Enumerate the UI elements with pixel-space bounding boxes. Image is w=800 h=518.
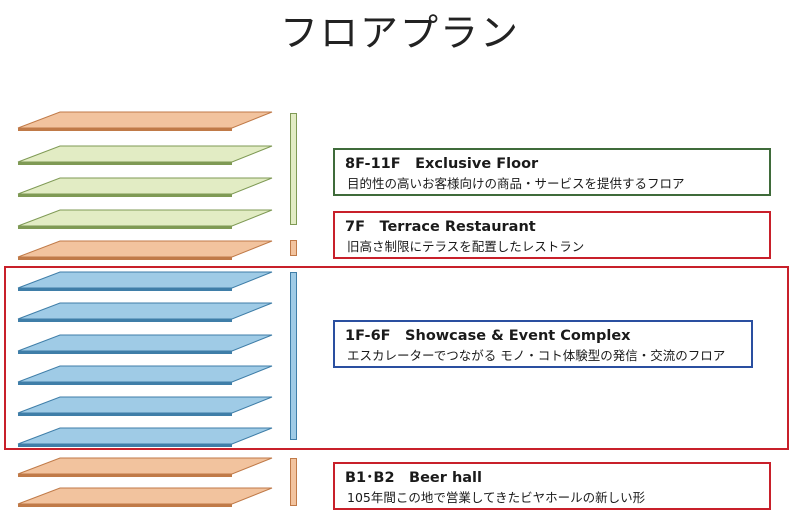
showcase-event-box: 1F-6F Showcase & Event Complex エスカレーターでつ…: [333, 320, 753, 368]
floor-slab: [17, 427, 273, 447]
floor-slab: [17, 487, 273, 507]
beer-hall-description: 105年間この地で営業してきたビヤホールの新しい形: [347, 490, 646, 505]
beer-hall-box: B1･B2 Beer hall 105年間この地で営業してきたビヤホールの新しい…: [333, 462, 771, 510]
showcase-event-heading: 1F-6F Showcase & Event Complex: [345, 328, 631, 344]
floor-slab: [17, 177, 273, 197]
floor-slab: [17, 334, 273, 354]
floor-slab: [17, 302, 273, 322]
showcase-zone-frame: [4, 266, 789, 450]
showcase-bar: [290, 272, 297, 440]
floor-slab: [17, 365, 273, 385]
terrace-restaurant-box: 7F Terrace Restaurant 旧高さ制限にテラスを配置したレストラ…: [333, 211, 771, 259]
floor-slab: [17, 111, 273, 131]
floor-slab: [17, 457, 273, 477]
terrace-bar: [290, 240, 297, 256]
floor-slab: [17, 396, 273, 416]
floor-slab: [17, 240, 273, 260]
terrace-restaurant-heading: 7F Terrace Restaurant: [345, 219, 536, 235]
exclusive-floor-heading: 8F-11F Exclusive Floor: [345, 156, 539, 172]
exclusive-floor-description: 目的性の高いお客様向けの商品・サービスを提供するフロア: [347, 176, 685, 191]
beer-hall-heading: B1･B2 Beer hall: [345, 470, 482, 486]
floor-slab: [17, 271, 273, 291]
floor-slab: [17, 145, 273, 165]
exclusive-bar: [290, 113, 297, 225]
exclusive-floor-box: 8F-11F Exclusive Floor 目的性の高いお客様向けの商品・サー…: [333, 148, 771, 196]
beer-bar: [290, 458, 297, 506]
page-title: フロアプラン: [279, 11, 520, 55]
terrace-restaurant-description: 旧高さ制限にテラスを配置したレストラン: [347, 239, 585, 254]
showcase-event-description: エスカレーターでつながる モノ・コト体験型の発信・交流のフロア: [347, 348, 726, 363]
floor-slab: [17, 209, 273, 229]
